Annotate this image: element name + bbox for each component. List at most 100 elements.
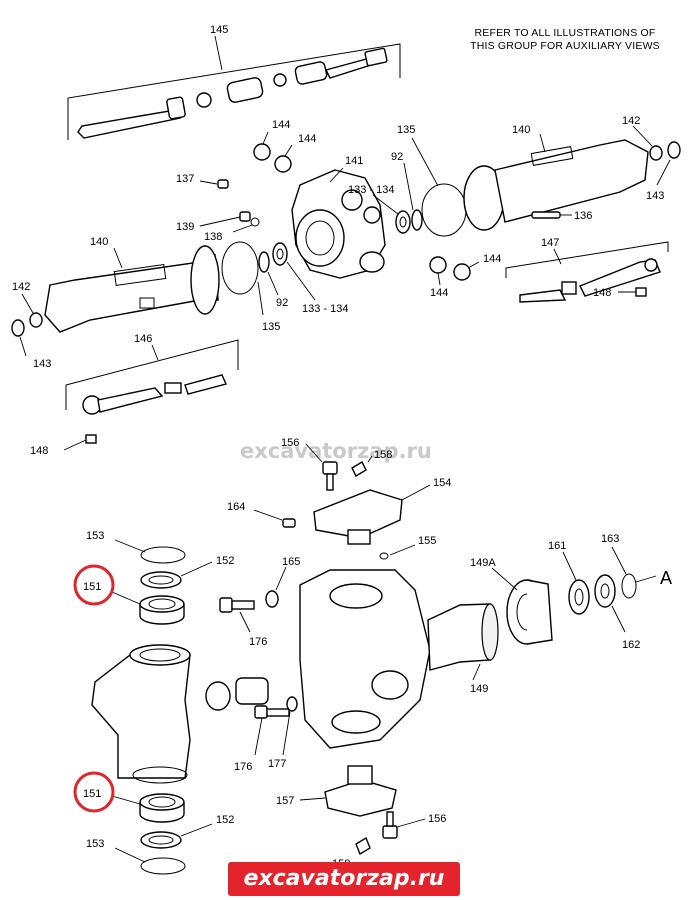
callout-143-b: 143: [646, 190, 664, 202]
callout-148-a: 148: [30, 445, 48, 457]
callout-133-134-a: 133 - 134: [302, 303, 348, 315]
callout-136: 136: [574, 210, 592, 222]
bearing-151-lower[interactable]: [139, 793, 185, 823]
callout-153-a: 153: [86, 530, 104, 542]
hub-149A[interactable]: [506, 579, 553, 645]
spindle-149[interactable]: [427, 603, 499, 671]
highlight-151-upper: [73, 564, 115, 606]
watermark-text: excavatorzap.ru: [240, 439, 432, 463]
callout-162: 162: [622, 639, 640, 651]
axle-carrier-body[interactable]: [91, 644, 191, 784]
tie-rod-147[interactable]: [505, 241, 669, 303]
plug-139[interactable]: [239, 211, 251, 222]
seal-ring-135-left[interactable]: [221, 241, 259, 295]
view-marker-A: A: [660, 568, 672, 588]
grease-fitting-158-top[interactable]: [351, 461, 367, 477]
highlight-151-lower: [73, 771, 115, 813]
bolt-156-lower[interactable]: [382, 811, 398, 839]
axle-housing-140-left[interactable]: [44, 245, 220, 333]
site-banner[interactable]: excavatorzap.ru: [228, 862, 460, 896]
snap-ring-153-upper[interactable]: [140, 546, 186, 564]
callout-153-b: 153: [86, 838, 104, 850]
callout-149: 149: [470, 683, 488, 695]
lower-cap-157[interactable]: [324, 765, 397, 817]
callout-144-c: 144: [430, 287, 448, 299]
callout-176-a: 176: [249, 636, 267, 648]
header-note-line2: THIS GROUP FOR AUXILIARY VIEWS: [470, 40, 660, 52]
bushing-144-lower-right[interactable]: [429, 256, 471, 281]
callout-143-a: 143: [33, 358, 51, 370]
center-housing-141[interactable]: [291, 169, 386, 279]
plug-137[interactable]: [217, 179, 229, 189]
upper-cap-154[interactable]: [313, 489, 403, 545]
washer-161[interactable]: [568, 579, 590, 615]
callout-158-a: 158: [374, 449, 392, 461]
seal-152-upper[interactable]: [140, 571, 182, 589]
drive-shaft-assembly[interactable]: [67, 35, 401, 140]
nut-148-left[interactable]: [85, 434, 97, 444]
callout-177: 177: [268, 758, 286, 770]
bolt-176-lower[interactable]: [254, 705, 290, 719]
king-pin-bushing[interactable]: [205, 677, 269, 711]
callout-156-b: 156: [428, 813, 446, 825]
callout-144-d: 144: [483, 253, 501, 265]
callout-142-a: 142: [12, 281, 30, 293]
seal-143-right[interactable]: [667, 141, 681, 159]
steering-knuckle[interactable]: [299, 569, 431, 749]
snap-ring-163[interactable]: [621, 573, 637, 599]
ring-92-left[interactable]: [258, 251, 270, 273]
snap-ring-153-lower[interactable]: [140, 857, 186, 875]
callout-149A: 149A: [470, 557, 496, 569]
callout-139: 139: [176, 221, 194, 233]
callout-176-b: 176: [234, 761, 252, 773]
axle-housing-140-right[interactable]: [463, 139, 649, 231]
washer-165[interactable]: [265, 590, 279, 608]
header-note-line1: REFER TO ALL ILLUSTRATIONS OF: [474, 27, 655, 39]
ring-155[interactable]: [379, 552, 389, 560]
bolt-136[interactable]: [531, 211, 561, 219]
callout-147: 147: [541, 237, 559, 249]
callout-145: 145: [210, 24, 228, 36]
bushing-144-upper-left[interactable]: [253, 143, 292, 173]
callout-152-a: 152: [216, 555, 234, 567]
bolt-156-top[interactable]: [322, 461, 338, 491]
washer-177[interactable]: [286, 696, 298, 712]
callout-144-b: 144: [298, 133, 316, 145]
plug-164[interactable]: [282, 518, 296, 528]
callout-135-b: 135: [397, 124, 415, 136]
o-ring-138[interactable]: [250, 217, 260, 227]
callout-138: 138: [204, 231, 222, 243]
bearing-133-134-right[interactable]: [395, 210, 411, 234]
callout-151-b: 151: [83, 788, 101, 800]
callout-152-b: 152: [216, 814, 234, 826]
callout-161: 161: [548, 540, 566, 552]
tie-rod-146[interactable]: [65, 339, 239, 415]
bushing-142-left[interactable]: [29, 312, 43, 328]
callout-137: 137: [176, 173, 194, 185]
callout-156-a: 156: [281, 437, 299, 449]
bearing-151-upper[interactable]: [139, 595, 185, 625]
callout-165: 165: [282, 556, 300, 568]
bushing-142-right[interactable]: [649, 145, 663, 161]
callout-133-134-b: 133 - 134: [348, 184, 394, 196]
grease-fitting-158-bottom[interactable]: [355, 836, 371, 856]
callout-142-b: 142: [622, 115, 640, 127]
callout-140-a: 140: [90, 236, 108, 248]
nut-162[interactable]: [594, 574, 616, 608]
bearing-133-134-left[interactable]: [272, 242, 288, 266]
seal-152-lower[interactable]: [140, 831, 182, 849]
callout-155: 155: [418, 535, 436, 547]
callout-164: 164: [227, 501, 245, 513]
callout-144-a: 144: [272, 119, 290, 131]
callout-148-b: 148: [593, 287, 611, 299]
seal-143-left[interactable]: [11, 319, 25, 337]
callout-151-a: 151: [83, 581, 101, 593]
bolt-176-upper[interactable]: [219, 597, 255, 613]
ring-92-right[interactable]: [411, 209, 423, 231]
nut-148-right[interactable]: [635, 287, 647, 297]
callout-141: 141: [345, 155, 363, 167]
callout-154: 154: [433, 477, 451, 489]
seal-ring-135-right[interactable]: [421, 183, 467, 237]
